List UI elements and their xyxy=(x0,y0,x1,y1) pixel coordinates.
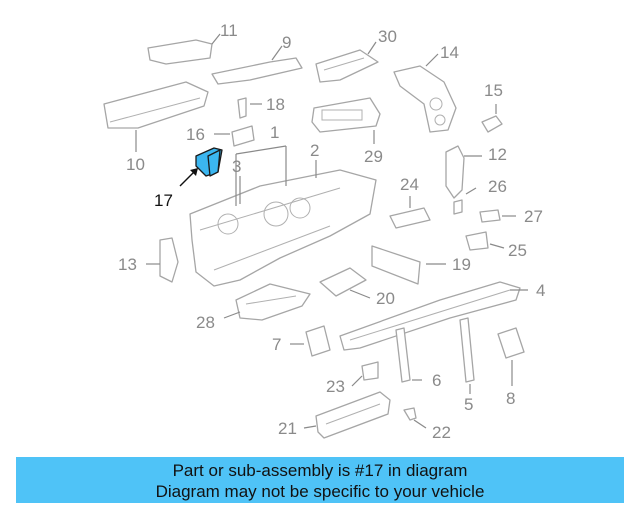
part-12 xyxy=(445,145,482,199)
banner-line-1: Part or sub-assembly is #17 in diagram xyxy=(172,461,468,480)
part-22 xyxy=(403,407,427,429)
part-16 xyxy=(214,125,255,147)
part-27 xyxy=(479,209,516,223)
part-20 xyxy=(319,267,371,299)
part-23 xyxy=(351,361,379,387)
callout-20: 20 xyxy=(376,289,395,308)
part-29 xyxy=(311,97,381,144)
callout-1: 1 xyxy=(270,123,279,142)
part-19 xyxy=(371,245,446,285)
callout-9: 9 xyxy=(282,33,291,52)
part-instrument-panel xyxy=(189,145,377,287)
part-21 xyxy=(303,391,391,439)
part-26 xyxy=(453,187,477,215)
part-10 xyxy=(103,81,209,152)
part-9 xyxy=(211,45,303,85)
callout-17: 17 xyxy=(154,191,173,210)
callout-8: 8 xyxy=(506,389,515,408)
callout-4: 4 xyxy=(536,281,545,300)
callout-23: 23 xyxy=(326,377,345,396)
callout-16: 16 xyxy=(186,125,205,144)
callout-15: 15 xyxy=(484,81,503,100)
callout-19: 19 xyxy=(452,255,471,274)
part-14 xyxy=(393,53,457,133)
part-11 xyxy=(147,33,221,65)
callout-21: 21 xyxy=(278,419,297,438)
callout-22: 22 xyxy=(432,423,451,442)
callout-28: 28 xyxy=(196,313,215,332)
callout-11: 11 xyxy=(220,21,238,40)
part-15 xyxy=(481,104,503,133)
callout-3: 3 xyxy=(232,157,241,176)
part-25 xyxy=(465,231,505,251)
banner-line-2: Diagram may not be specific to your vehi… xyxy=(155,482,485,501)
info-banner: Part or sub-assembly is #17 in diagram D… xyxy=(16,457,624,503)
part-18 xyxy=(237,97,262,119)
part-28 xyxy=(223,283,311,321)
callout-5: 5 xyxy=(464,395,473,414)
callout-30: 30 xyxy=(378,27,397,46)
callout-14: 14 xyxy=(440,43,459,62)
callout-13: 13 xyxy=(118,255,137,274)
part-13 xyxy=(146,237,179,283)
callout-7: 7 xyxy=(272,335,281,354)
callout-6: 6 xyxy=(432,371,441,390)
part-17 xyxy=(179,147,223,187)
part-4 xyxy=(339,281,528,351)
part-6 xyxy=(395,327,422,383)
callout-12: 12 xyxy=(488,145,507,164)
callout-27: 27 xyxy=(524,207,543,226)
callout-24: 24 xyxy=(400,175,419,194)
part-5 xyxy=(459,317,475,394)
parts-diagram: 11 9 30 14 15 18 16 1 2 3 29 12 10 17 24… xyxy=(103,21,545,442)
callout-26: 26 xyxy=(488,177,507,196)
callout-25: 25 xyxy=(508,241,527,260)
callout-2: 2 xyxy=(310,141,319,160)
callout-18: 18 xyxy=(266,95,285,114)
part-30 xyxy=(315,41,379,83)
part-24 xyxy=(389,196,431,229)
part-7 xyxy=(290,325,331,357)
callout-10: 10 xyxy=(126,155,145,174)
callout-29: 29 xyxy=(364,147,383,166)
part-8 xyxy=(497,327,525,386)
